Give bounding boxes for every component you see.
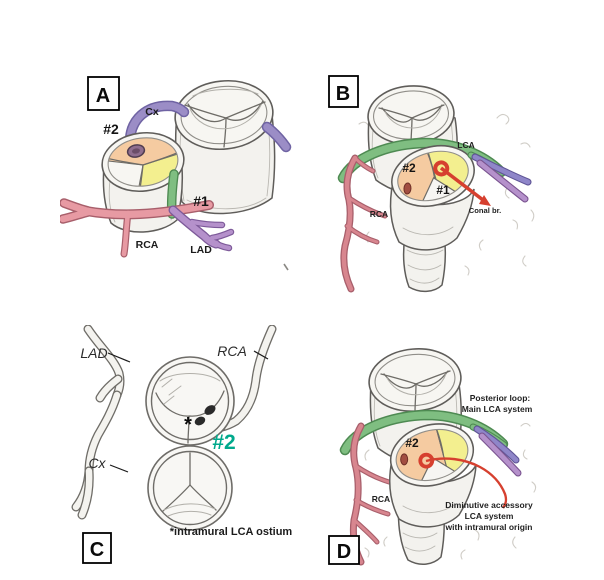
- cx-artery: [124, 100, 292, 153]
- panel-b: B LCA #2 #1 Conal br. RCA: [325, 60, 565, 300]
- lca-label: LCA: [457, 140, 474, 150]
- cx-leader-line: [109, 464, 129, 473]
- pulmonary-valve-circle: [147, 445, 233, 531]
- panel-d-illustration: D #2 RCA Posterior loop: Main LCA system…: [328, 348, 537, 566]
- hash1-label: #1: [436, 183, 450, 197]
- accessory-lca-note: Diminutive accessory LCA system with int…: [445, 500, 533, 532]
- conal-ostium-ring: [433, 160, 450, 177]
- panel-letter: B: [336, 83, 350, 105]
- panel-c-illustration: LAD RCA Cx * #2 *intramural LCA ostium C: [71, 324, 293, 564]
- accessory-note-line2: LCA system: [465, 511, 514, 521]
- accessory-lca-course: [425, 457, 508, 509]
- cx-label: Cx: [145, 106, 159, 118]
- panel-letter: A: [96, 85, 110, 107]
- caption: *intramural LCA ostium: [170, 526, 293, 538]
- rca-label: RCA: [370, 209, 388, 219]
- panel-a: A Cx #2 #1 RCA LAD: [58, 60, 315, 295]
- ostium-center: [132, 148, 140, 154]
- rca-label: RCA: [372, 494, 390, 504]
- cx-label: Cx: [88, 455, 106, 471]
- lca-ostium-dark: [204, 405, 216, 415]
- stray-mark: [283, 263, 289, 271]
- intramural-ostium-spot: [400, 453, 409, 466]
- rca-leader-line: [253, 350, 269, 360]
- panel-d-letter-box: D: [328, 535, 360, 565]
- accessory-note-line3: with intramural origin: [445, 522, 533, 532]
- lad-leader-line: [107, 352, 131, 363]
- posterior-loop-note: Posterior loop: Main LCA system: [462, 393, 533, 414]
- rca-label: RCA: [217, 343, 247, 359]
- panel-b-illustration: B LCA #2 #1 Conal br. RCA: [328, 75, 535, 293]
- pulmonary-valve-leaflets: [378, 104, 445, 145]
- lad-label: LAD: [80, 345, 107, 361]
- lca-branches: [469, 423, 522, 477]
- accessory-ostium-dark: [194, 416, 206, 426]
- rca-artery: [340, 154, 388, 293]
- panel-b-letter-box: B: [328, 75, 359, 108]
- panel-d: D #2 RCA Posterior loop: Main LCA system…: [325, 330, 575, 575]
- pulmonary-root-cylinder: [174, 80, 276, 215]
- conal-branch-arrow: [439, 166, 491, 206]
- panel-a-illustration: A Cx #2 #1 RCA LAD: [58, 76, 292, 271]
- hash2-label: #2: [405, 436, 419, 450]
- accessory-note-line1: Diminutive accessory: [445, 500, 533, 510]
- posterior-note-line1: Posterior loop:: [470, 393, 531, 403]
- panel-letter: C: [90, 539, 104, 561]
- pulmonary-valve-leaflets: [184, 88, 266, 148]
- lad-vessel-sketch: [83, 324, 125, 403]
- panel-letter: D: [337, 541, 351, 563]
- panel-a-letter-box: A: [87, 76, 120, 111]
- panel-c: LAD RCA Cx * #2 *intramural LCA ostium C: [60, 324, 315, 575]
- aortic-valve-circle: [145, 356, 235, 446]
- rca-label: RCA: [136, 239, 159, 251]
- intramural-ostium-spot: [403, 182, 412, 195]
- hash2-label: #2: [212, 431, 235, 454]
- panel-c-letter-box: C: [82, 532, 112, 564]
- pulmonary-valve-leaflets: [380, 370, 451, 413]
- aortic-root-cylinder: [389, 143, 475, 251]
- posterior-note-line2: Main LCA system: [462, 404, 533, 414]
- rca-artery: [58, 198, 214, 258]
- lad-label: LAD: [190, 244, 212, 256]
- hash2-label: #2: [402, 161, 416, 175]
- hash1-label: #1: [193, 193, 209, 209]
- texture-scribbles: [364, 422, 537, 560]
- lad-artery: [168, 205, 235, 252]
- conal-branch-label: Conal br.: [469, 206, 502, 215]
- hash2-label: #2: [103, 121, 119, 137]
- asterisk-marker: *: [184, 414, 192, 436]
- cx-vessel-sketch: [71, 390, 122, 520]
- lca-branches: [467, 151, 532, 203]
